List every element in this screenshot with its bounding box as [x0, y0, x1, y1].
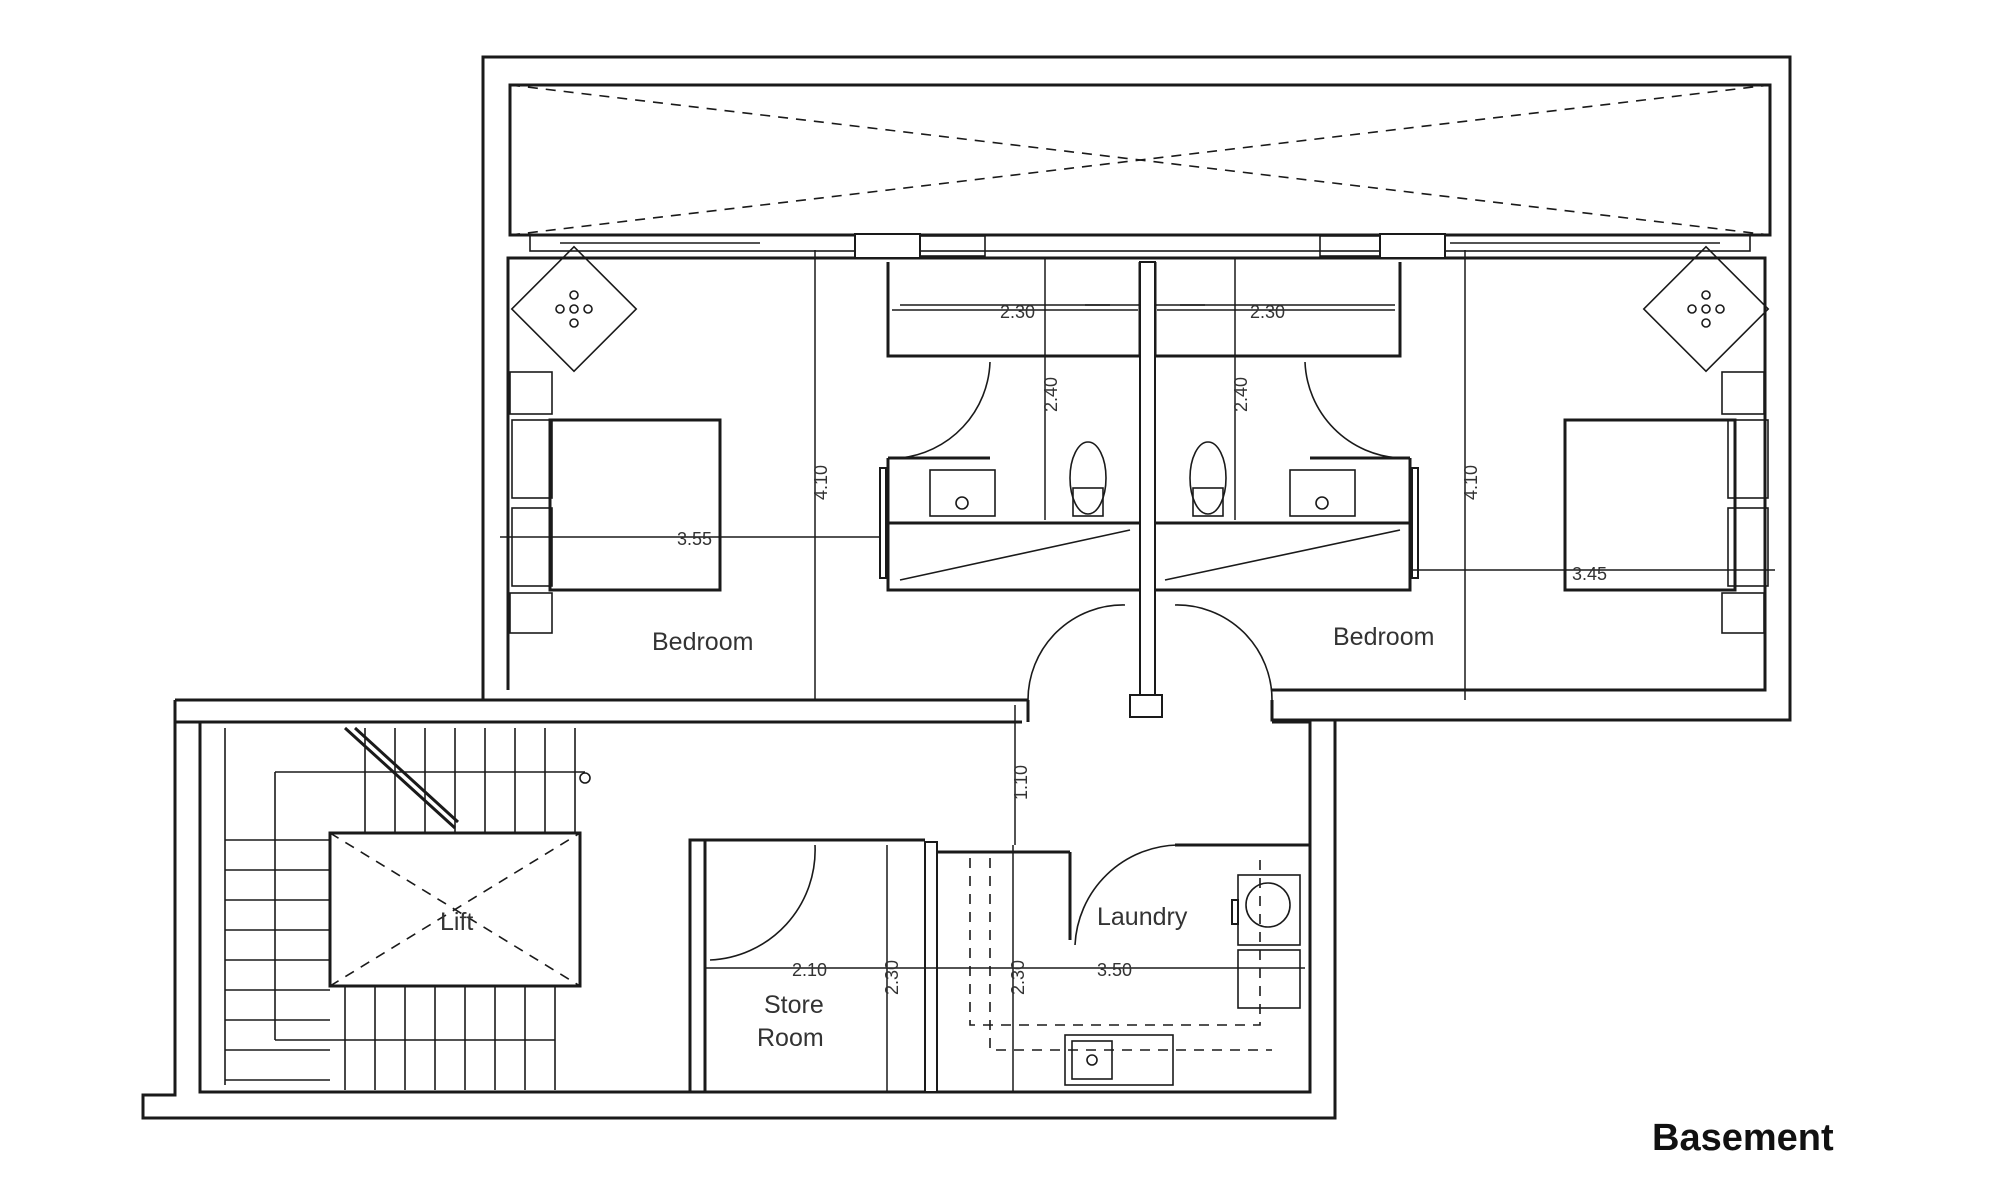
- dim-laundry-width: 3.50: [1097, 960, 1132, 980]
- store-room-label-line2: Room: [757, 1024, 824, 1052]
- bedroom-left-label: Bedroom: [652, 628, 753, 656]
- dim-store-depth: 2.30: [882, 960, 902, 995]
- store-room-label-line1: Store: [764, 991, 824, 1019]
- bedroom-right-furniture: [1563, 245, 1770, 634]
- dim-bath-right: 2.40: [1231, 377, 1251, 412]
- laundry-label: Laundry: [1097, 903, 1188, 931]
- dimension-lines: [500, 250, 1775, 1092]
- stairs-lift: [224, 726, 591, 1090]
- bedroom-right-label: Bedroom: [1333, 623, 1434, 651]
- bathroom-block: [879, 261, 1419, 703]
- dim-bedroom-left-depth: 4.10: [811, 465, 831, 500]
- dim-bedroom-left-width: 3.55: [677, 529, 712, 549]
- dim-corridor: 1.10: [1011, 765, 1031, 800]
- dim-laundry-depth: 2.30: [1008, 960, 1028, 995]
- dim-store-width: 2.10: [792, 960, 827, 980]
- service-rooms: [688, 838, 1310, 1093]
- floor-title: Basement: [1652, 1117, 1834, 1159]
- dim-wardrobe-left: 2.30: [1000, 302, 1035, 322]
- lift-label: Lift: [440, 908, 473, 936]
- corridor-doors: [1027, 604, 1273, 718]
- dim-bedroom-right-depth: 4.10: [1461, 465, 1481, 500]
- dim-bath-left: 2.40: [1041, 377, 1061, 412]
- light-well: [508, 83, 1772, 259]
- outer-walls: [141, 55, 1792, 1120]
- bedroom-left-furniture: [509, 245, 722, 634]
- dim-bedroom-right-width: 3.45: [1572, 564, 1607, 584]
- dim-wardrobe-right: 2.30: [1250, 302, 1285, 322]
